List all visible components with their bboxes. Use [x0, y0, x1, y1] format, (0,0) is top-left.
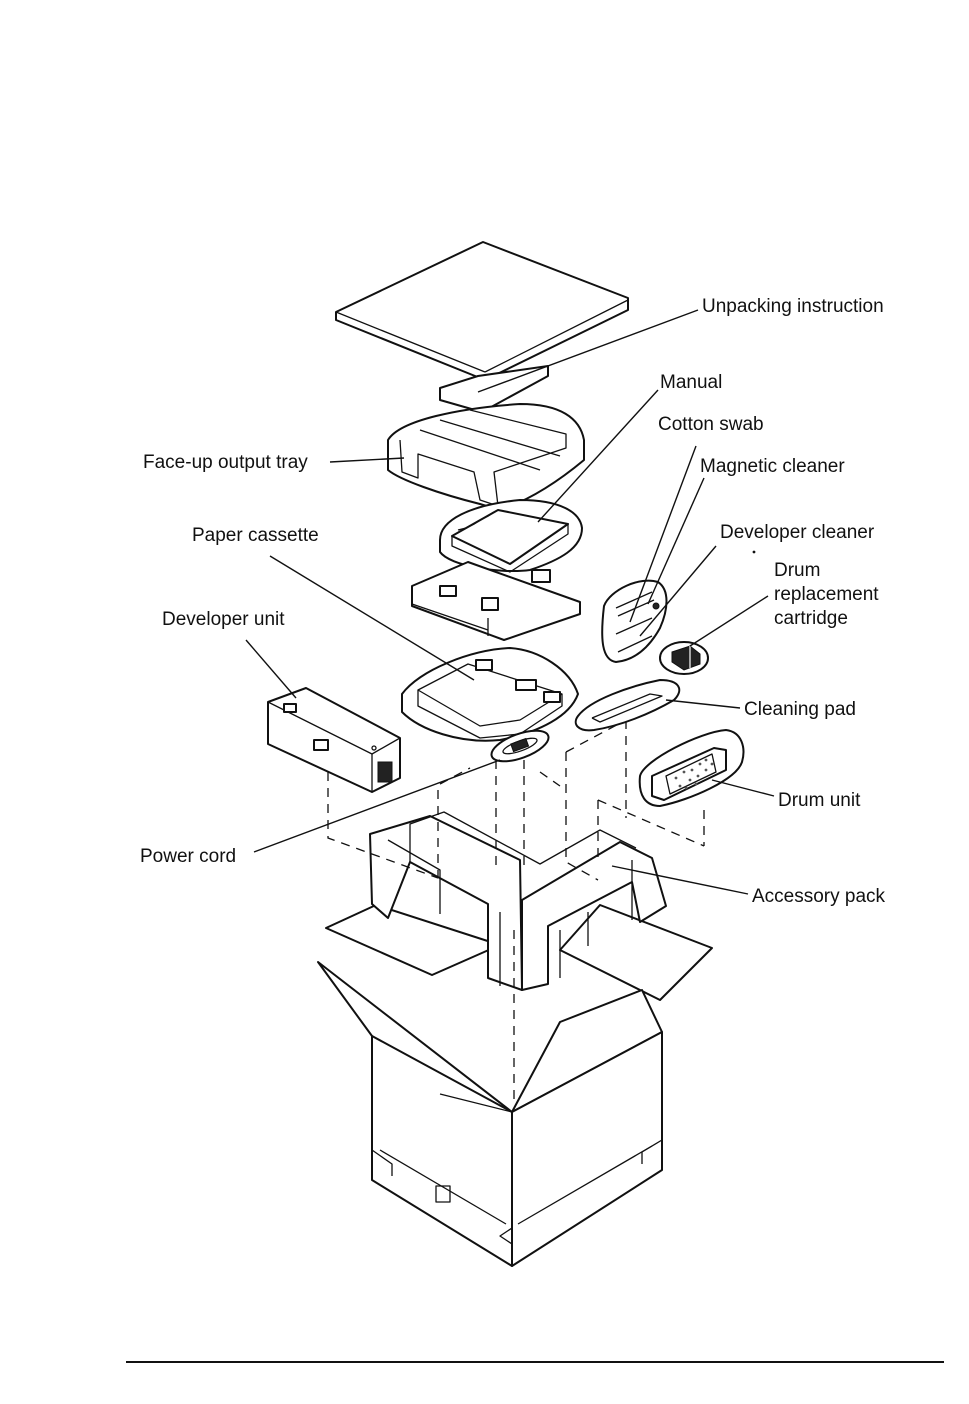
- label-drum-replacement-line2: replacement: [774, 584, 879, 605]
- label-drum-unit: Drum unit: [778, 790, 861, 811]
- label-magnetic-cleaner: Magnetic cleaner: [700, 456, 845, 477]
- label-paper-cassette: Paper cassette: [192, 525, 319, 546]
- manual-book-icon: [440, 500, 582, 572]
- cleaning-pad-icon: [576, 680, 680, 730]
- drum-replacement-cartridge-icon: [660, 642, 708, 674]
- label-manual: Manual: [660, 372, 722, 393]
- label-drum-replacement-line1: Drum: [774, 560, 820, 581]
- label-power-cord: Power cord: [140, 846, 236, 867]
- label-developer-unit: Developer unit: [162, 609, 285, 630]
- label-cleaning-pad: Cleaning pad: [744, 699, 856, 720]
- label-developer-cleaner: Developer cleaner: [720, 522, 875, 543]
- developer-unit-icon: [268, 688, 400, 792]
- cleaning-tools-tray-icon: [602, 581, 666, 662]
- label-cotton-swab: Cotton swab: [658, 414, 764, 435]
- stray-dot: [753, 551, 756, 554]
- drum-unit-icon: [640, 730, 744, 806]
- paper-cassette-icon: [402, 648, 578, 741]
- cassette-cover-icon: [412, 562, 580, 640]
- label-drum-replacement-line3: cartridge: [774, 608, 848, 629]
- face-up-output-tray-icon: [388, 404, 584, 510]
- label-face-up-output-tray: Face-up output tray: [143, 452, 308, 473]
- label-accessory-pack: Accessory pack: [752, 886, 886, 907]
- unpacking-instruction-sheet-icon: [336, 242, 628, 412]
- label-unpacking-instruction: Unpacking instruction: [702, 296, 884, 317]
